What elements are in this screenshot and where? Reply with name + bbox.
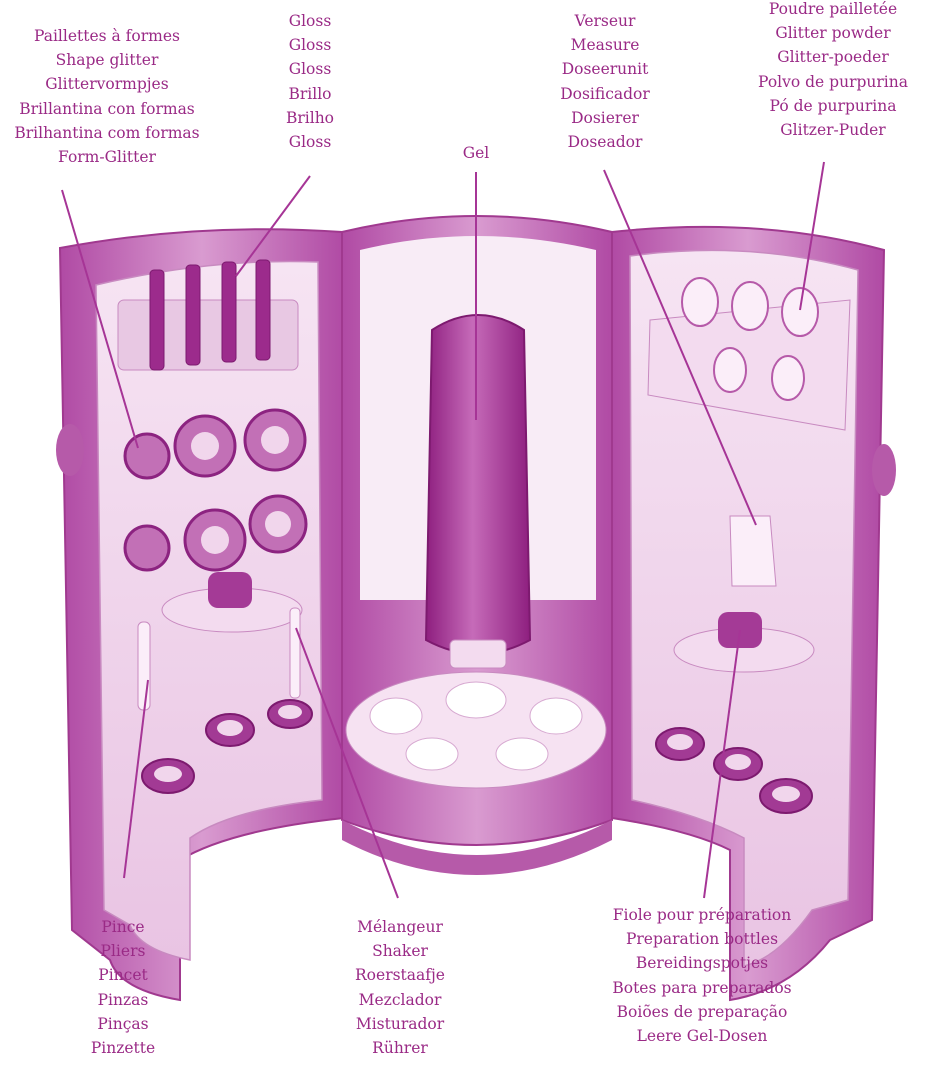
label-line: Mélangeur <box>340 915 460 939</box>
label-line: Pinças <box>68 1012 178 1036</box>
label-line: Pliers <box>68 939 178 963</box>
label-line: Mezclador <box>340 988 460 1012</box>
label-shaker: Mélangeur Shaker Roerstaafje Mezclador M… <box>340 915 460 1060</box>
label-line: Pince <box>68 915 178 939</box>
label-measure: Verseur Measure Doseerunit Dosificador D… <box>538 9 672 154</box>
label-line: Preparation bottles <box>594 927 810 951</box>
label-line: Botes para preparados <box>594 976 810 1000</box>
label-line: Polvo de purpurina <box>738 70 928 94</box>
label-line: Dosierer <box>538 106 672 130</box>
label-line: Brillantina con formas <box>0 97 214 121</box>
label-line: Rührer <box>340 1036 460 1060</box>
label-line: Bereidingspotjes <box>594 951 810 975</box>
label-line: Gloss <box>268 130 352 154</box>
label-line: Glittervormpjes <box>0 72 214 96</box>
label-line: Poudre pailletée <box>738 0 928 21</box>
label-gloss: Gloss Gloss Gloss Brillo Brilho Gloss <box>268 9 352 154</box>
label-preparation-bottles: Fiole pour préparation Preparation bottl… <box>594 903 810 1048</box>
label-line: Dosificador <box>538 82 672 106</box>
label-line: Brilhantina com formas <box>0 121 214 145</box>
label-line: Doseador <box>538 130 672 154</box>
label-shape-glitter: Paillettes à formes Shape glitter Glitte… <box>0 24 214 169</box>
label-line: Roerstaafje <box>340 963 460 987</box>
label-line: Leere Gel-Dosen <box>594 1024 810 1048</box>
label-line: Form-Glitter <box>0 145 214 169</box>
label-line: Glitter-poeder <box>738 45 928 69</box>
label-line: Glitzer-Puder <box>738 118 928 142</box>
label-line: Shape glitter <box>0 48 214 72</box>
label-line: Gel <box>440 141 512 165</box>
label-line: Pinzette <box>68 1036 178 1060</box>
label-line: Pincet <box>68 963 178 987</box>
label-line: Pinzas <box>68 988 178 1012</box>
label-line: Brillo <box>268 82 352 106</box>
label-line: Brilho <box>268 106 352 130</box>
label-line: Glitter powder <box>738 21 928 45</box>
label-line: Verseur <box>538 9 672 33</box>
label-pliers: Pince Pliers Pincet Pinzas Pinças Pinzet… <box>68 915 178 1060</box>
label-line: Measure <box>538 33 672 57</box>
label-line: Gloss <box>268 57 352 81</box>
label-glitter-powder: Poudre pailletée Glitter powder Glitter-… <box>738 0 928 142</box>
label-line: Pó de purpurina <box>738 94 928 118</box>
label-line: Paillettes à formes <box>0 24 214 48</box>
label-line: Misturador <box>340 1012 460 1036</box>
left-door <box>56 229 344 1000</box>
label-gel: Gel <box>440 141 512 165</box>
label-line: Shaker <box>340 939 460 963</box>
label-line: Doseerunit <box>538 57 672 81</box>
label-line: Gloss <box>268 33 352 57</box>
label-line: Gloss <box>268 9 352 33</box>
label-line: Fiole pour préparation <box>594 903 810 927</box>
right-door <box>612 227 896 1000</box>
label-line: Boiões de preparação <box>594 1000 810 1024</box>
